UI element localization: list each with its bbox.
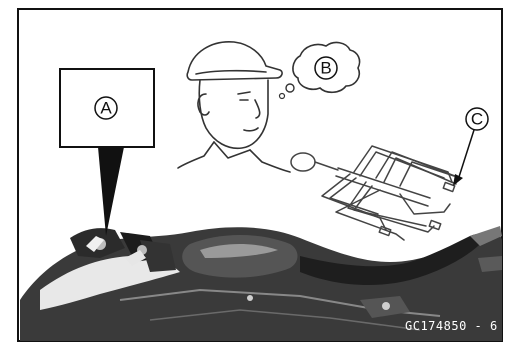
mechanic-collar [178,142,214,168]
motorcycle-illustration: GC174850 - 6 [20,226,502,341]
mechanic-illustration [178,42,290,172]
callout-c: C [453,108,488,186]
wiring-harness [291,146,460,240]
tail-bracket [478,256,502,272]
callout-c-leader [458,130,474,180]
callout-b-label: B [320,59,331,78]
mechanic-face [199,80,268,148]
callout-a-pointer [98,147,124,236]
frame-bolt [382,302,390,310]
frame-bolt-2 [247,295,253,301]
callout-c-label: C [471,110,483,129]
thought-dot-1 [286,84,294,92]
harness-connector [291,153,315,171]
thought-bubble-b: B [280,43,360,99]
figure-code: GC174850 - 6 [405,319,498,333]
callout-a-label: A [100,99,112,118]
callout-a: A [60,69,154,236]
mechanic-cap [187,42,282,80]
thought-dot-2 [280,94,285,99]
